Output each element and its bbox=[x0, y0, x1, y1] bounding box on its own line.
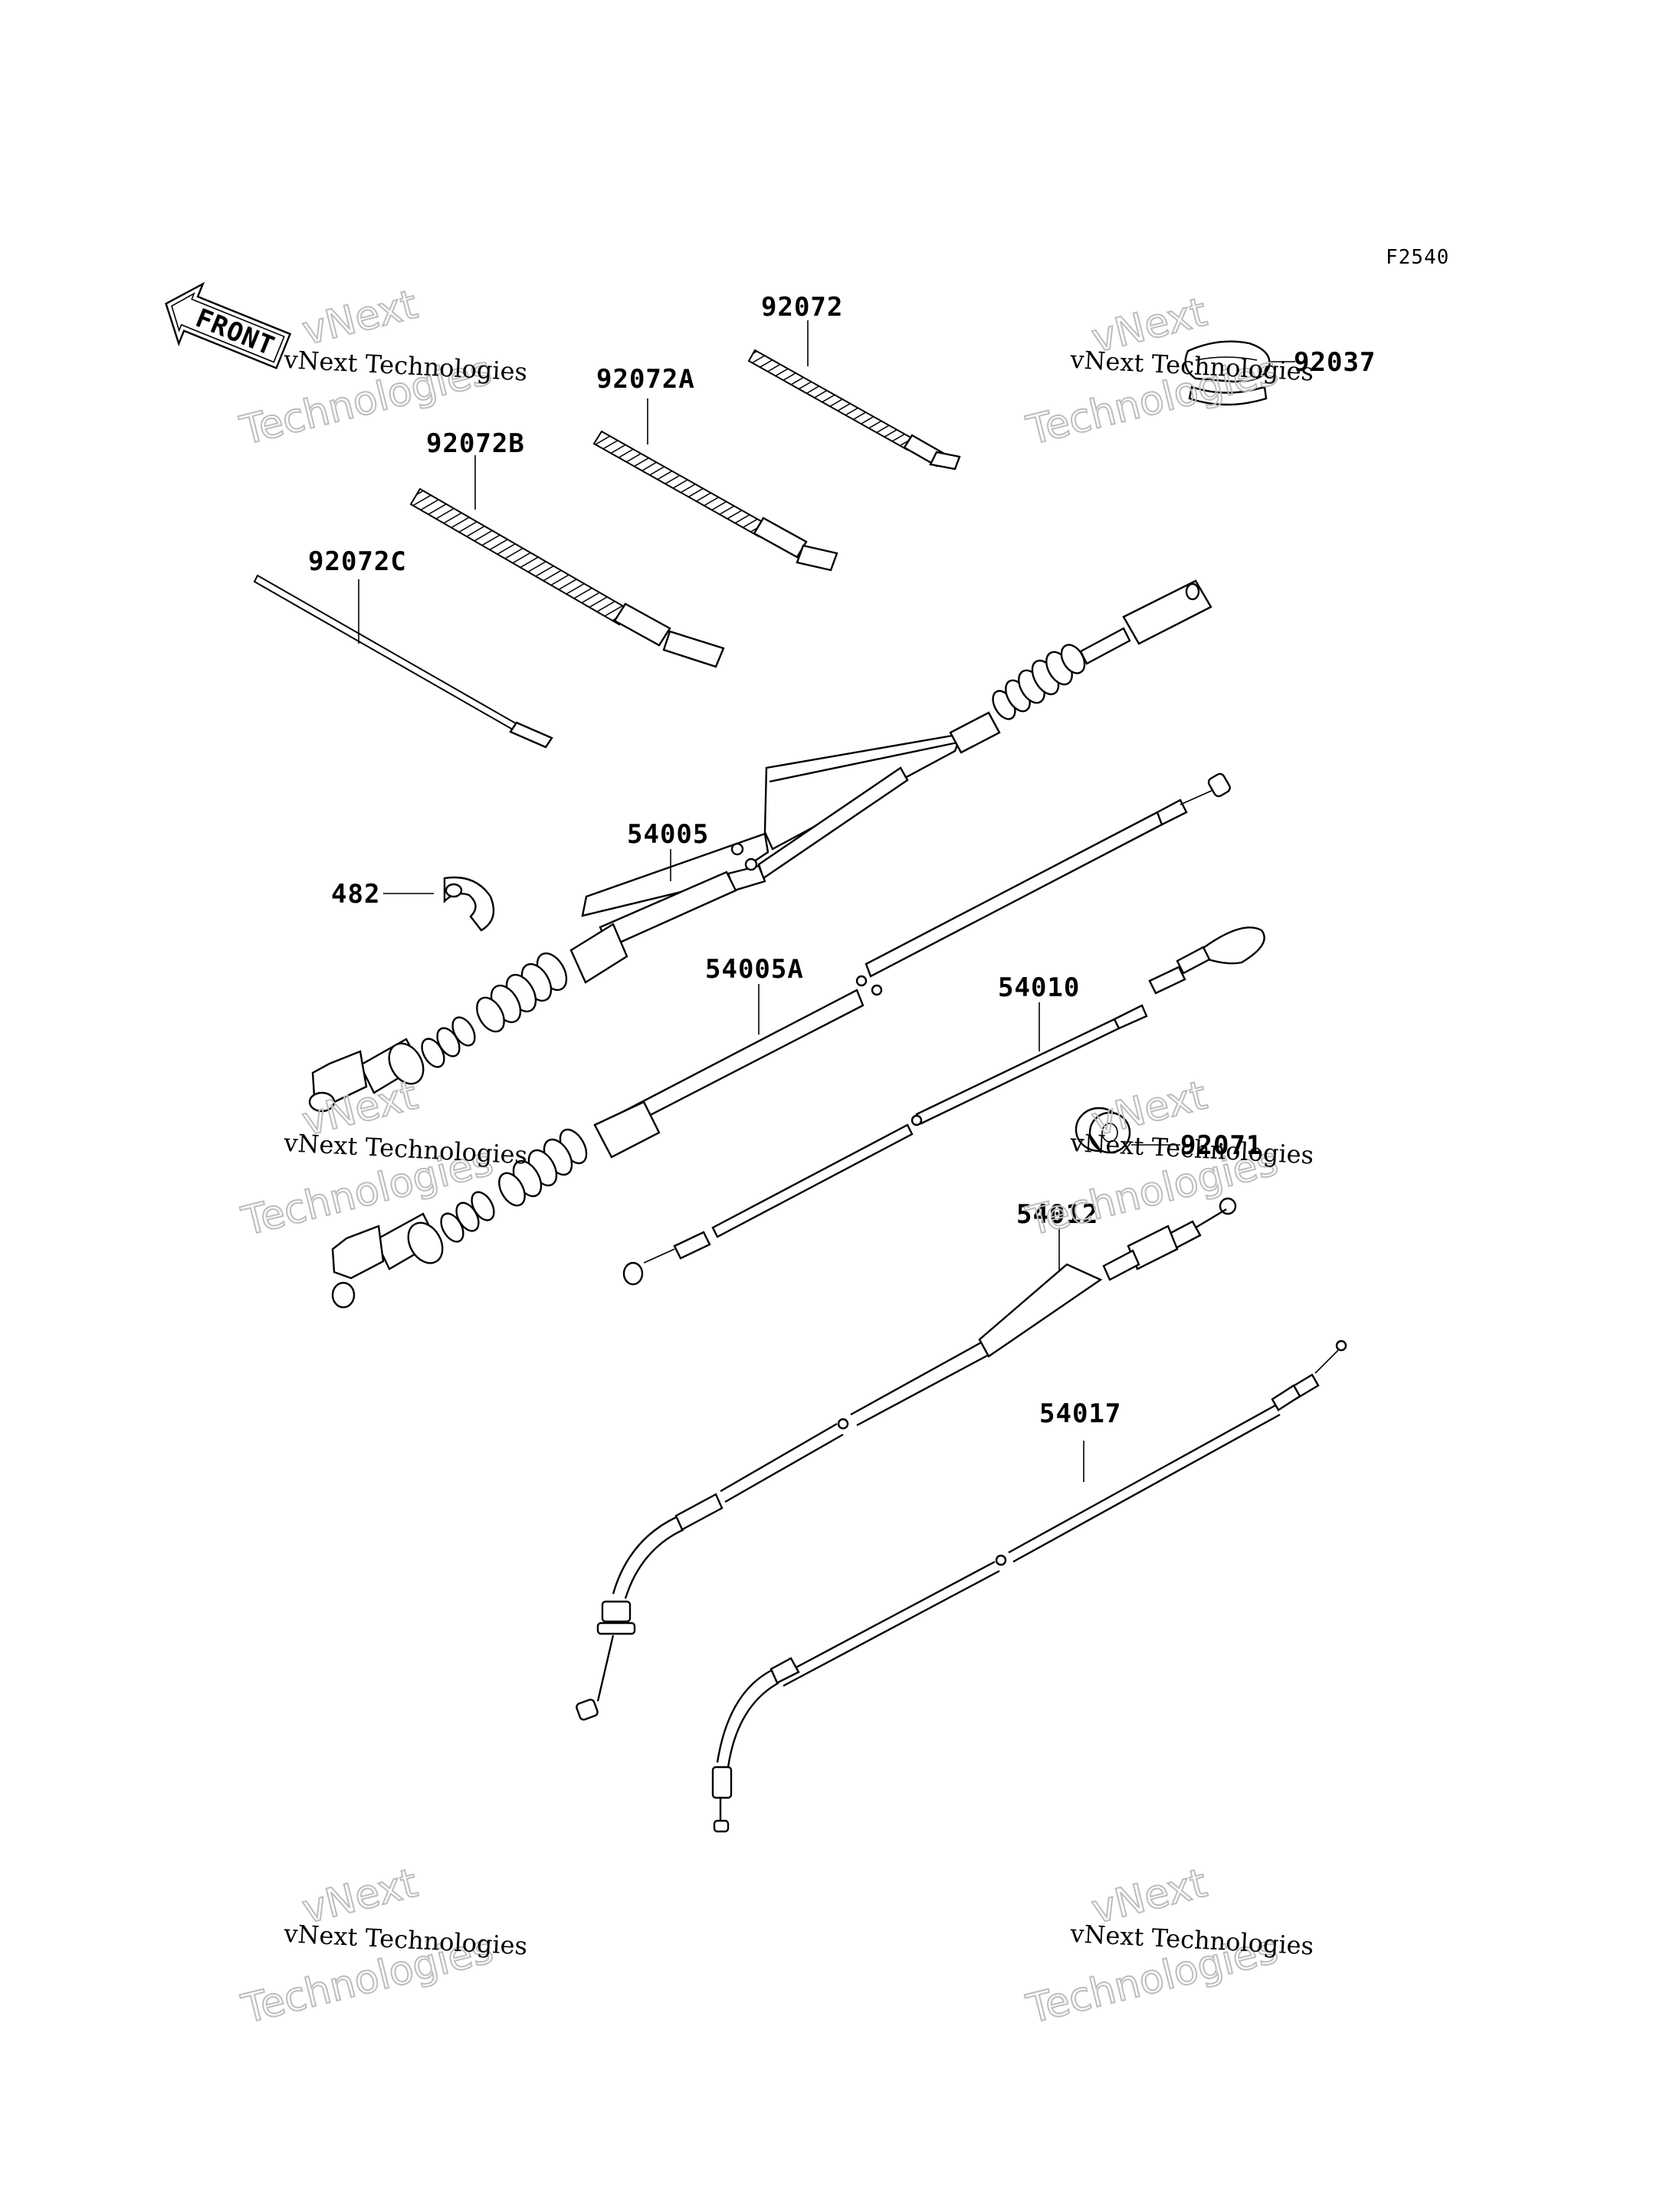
label-54005: 54005 bbox=[627, 819, 709, 850]
cable-54005A bbox=[331, 772, 1231, 1309]
clamp-92037 bbox=[1184, 340, 1271, 406]
grommet-92071 bbox=[1075, 1107, 1131, 1154]
label-54005A: 54005A bbox=[705, 954, 804, 985]
label-54012: 54012 bbox=[1016, 1199, 1098, 1230]
label-92072B: 92072B bbox=[426, 428, 525, 459]
cable-tie-92072A bbox=[592, 430, 838, 572]
watermark-4: vNext Technologies vNext Technologies bbox=[1022, 1072, 1314, 1246]
watermark-5: vNext Technologies vNext Technologies bbox=[237, 1860, 528, 2034]
label-92072: 92072 bbox=[761, 292, 843, 323]
cable-tie-92072 bbox=[747, 349, 961, 471]
cable-54017 bbox=[711, 1340, 1347, 1833]
label-482: 482 bbox=[331, 879, 380, 910]
cable-tie-92072C bbox=[253, 574, 553, 749]
front-arrow-icon: FRONT bbox=[165, 281, 292, 369]
label-92072A: 92072A bbox=[596, 364, 695, 395]
e-clip-482 bbox=[443, 876, 495, 932]
watermark-2: vNext Technologies vNext Technologies bbox=[1022, 289, 1314, 455]
cable-54010 bbox=[622, 926, 1265, 1286]
cable-54012 bbox=[576, 1197, 1237, 1721]
figure-code: F2540 bbox=[1386, 246, 1449, 269]
svg-text:vNext: vNext bbox=[298, 282, 422, 355]
label-54010: 54010 bbox=[998, 972, 1080, 1003]
label-92072C: 92072C bbox=[308, 546, 407, 577]
cable-54005 bbox=[308, 579, 1212, 1113]
label-92037: 92037 bbox=[1294, 347, 1376, 378]
watermark-6: vNext Technologies vNext Technologies bbox=[1022, 1860, 1314, 2034]
label-92071: 92071 bbox=[1180, 1130, 1262, 1161]
cable-tie-92072B bbox=[409, 487, 725, 668]
label-54017: 54017 bbox=[1039, 1399, 1121, 1429]
